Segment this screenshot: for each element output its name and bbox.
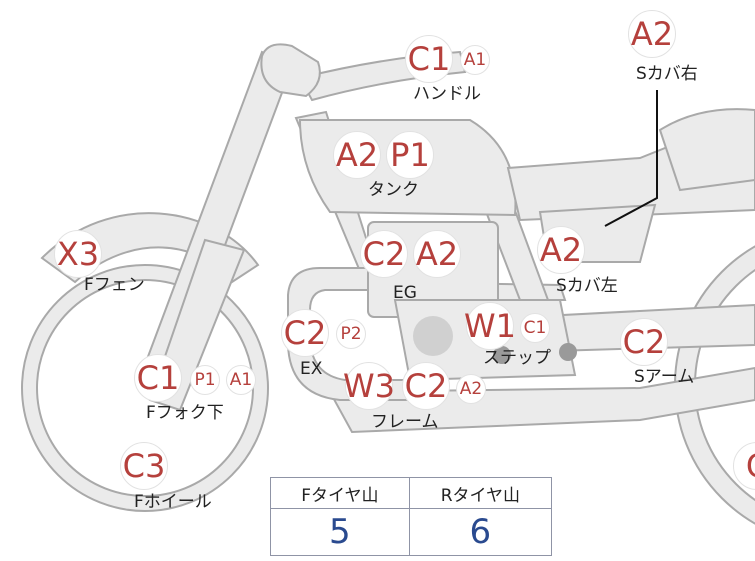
part-label-handle: ハンドル xyxy=(413,84,481,104)
part-label-side-cover-left: Sカバ左 xyxy=(556,276,618,296)
tire-tread-table: Fタイヤ山 Rタイヤ山 5 6 xyxy=(270,477,553,556)
code-badge: C1 xyxy=(520,313,550,343)
tire-header-rear: Rタイヤ山 xyxy=(408,477,553,509)
code-badge: P1 xyxy=(386,131,434,179)
code-badge: A1 xyxy=(460,45,490,75)
code-badge: C2 xyxy=(281,309,329,357)
code-badge: A2 xyxy=(413,230,461,278)
part-label-front-fork: Fフォク下 xyxy=(146,403,224,423)
code-badge: A2 xyxy=(537,226,585,274)
tire-value-front: 5 xyxy=(270,508,410,556)
part-label-front-fender: Fフェン xyxy=(84,275,145,295)
part-label-frame: フレーム xyxy=(371,412,439,432)
code-badge: C1 xyxy=(405,35,453,83)
part-label-step: ステップ xyxy=(483,348,551,368)
part-label-tank: タンク xyxy=(368,180,419,200)
code-badge: A2 xyxy=(628,10,676,58)
tire-header-front: Fタイヤ山 xyxy=(270,477,410,509)
part-label-exhaust: EX xyxy=(300,359,323,379)
code-badge: A2 xyxy=(333,131,381,179)
code-badge: P2 xyxy=(336,319,366,349)
code-badge: C2 xyxy=(402,362,450,410)
part-label-engine: EG xyxy=(393,283,417,303)
code-badge: A2 xyxy=(456,374,486,404)
code-badge: C2 xyxy=(360,230,408,278)
headlight-shape xyxy=(260,43,321,98)
tire-value-rear: 6 xyxy=(408,508,553,556)
code-badge: W1 xyxy=(464,302,516,350)
code-badge: X3 xyxy=(54,230,102,278)
code-badge: A1 xyxy=(226,365,256,395)
part-label-swing-arm: Sアーム xyxy=(634,367,695,387)
code-badge: W3 xyxy=(343,362,395,410)
code-badge: C1 xyxy=(134,354,182,402)
part-label-front-wheel: Fホイール xyxy=(134,492,212,512)
code-badge: C2 xyxy=(620,318,668,366)
code-badge: C3 xyxy=(120,442,168,490)
part-label-side-cover-right: Sカバ右 xyxy=(636,64,698,84)
code-badge: P1 xyxy=(190,365,220,395)
